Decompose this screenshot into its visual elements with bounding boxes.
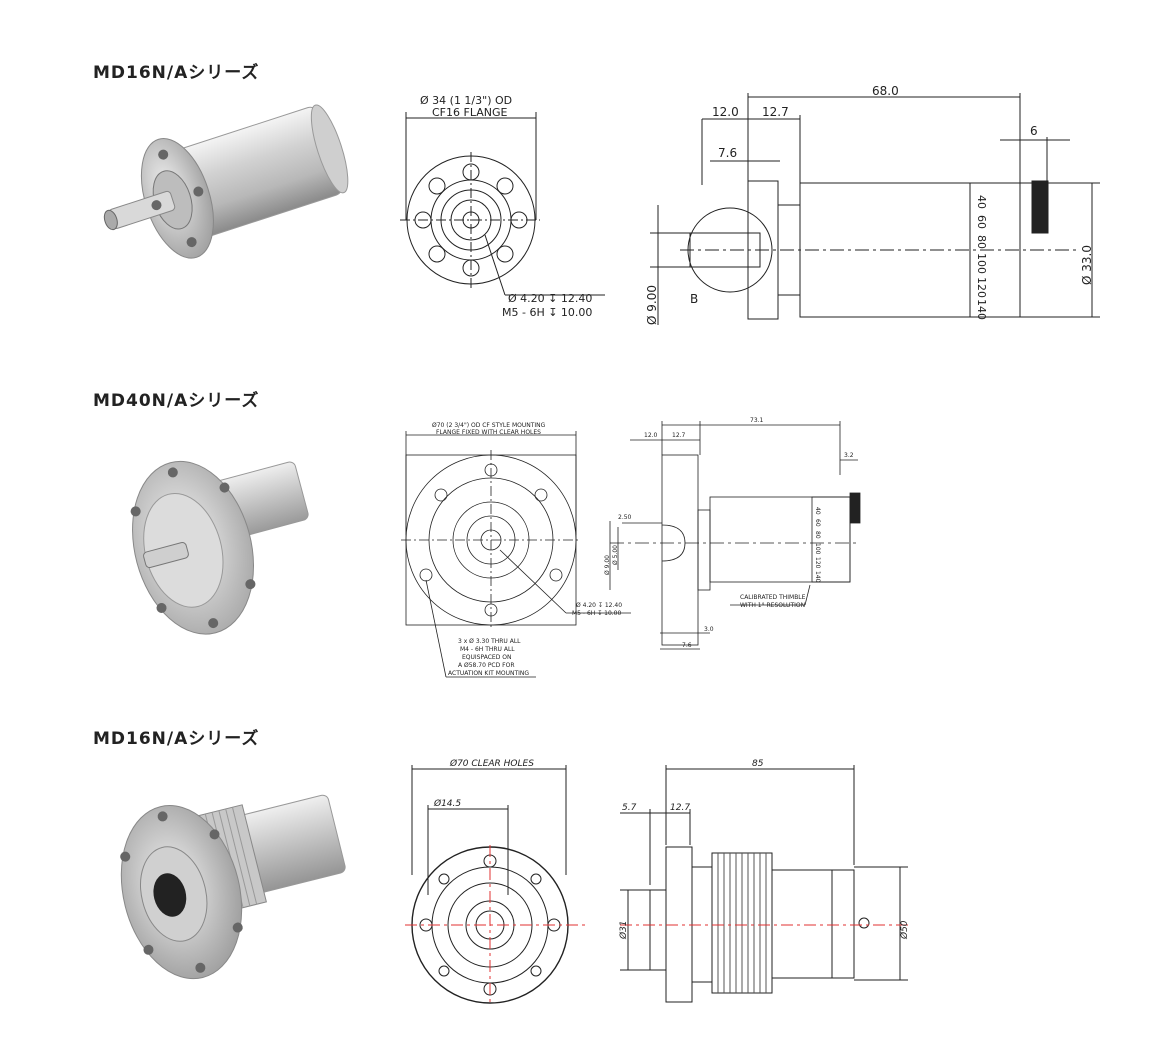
- md40-d5: 7.6: [682, 642, 692, 649]
- svg-text:60: 60: [814, 519, 821, 527]
- svg-text:140: 140: [975, 299, 988, 320]
- overall-length: 68.0: [872, 85, 899, 98]
- md16-product-render: [103, 104, 349, 259]
- series-title-2: MD40N/Aシリーズ: [93, 391, 260, 411]
- svg-text:100: 100: [814, 543, 821, 555]
- md40-note-5: ACTUATION KIT MOUNTING: [448, 670, 529, 677]
- clear-holes-label: Ø70 CLEAR HOLES: [449, 758, 534, 769]
- md40-note-3: EQUISPACED ON: [462, 654, 511, 661]
- series-title-1: MD16N/Aシリーズ: [93, 63, 260, 83]
- md16g-left-dia: Ø31: [618, 920, 629, 940]
- svg-text:120: 120: [975, 277, 988, 298]
- svg-text:80: 80: [975, 235, 988, 249]
- inner-dia-label: Ø14.5: [433, 798, 461, 809]
- md16-gear-side-view: 85 5.7 12.7 Ø31 Ø50: [618, 759, 910, 1003]
- svg-text:140: 140: [814, 571, 821, 583]
- md40-hole-spec-1: Ø 4.20 ↧ 12.40: [576, 602, 622, 609]
- dim-seg1: 12.0: [712, 105, 739, 119]
- md40-d3: Ø 5.00: [612, 545, 619, 565]
- md40-seg1: 12.0: [644, 432, 658, 439]
- md40-thimble-1: CALIBRATED THIMBLE: [740, 594, 806, 601]
- flange-name-label: CF16 FLANGE: [432, 106, 507, 119]
- hole-spec-1: Ø 4.20 ↧ 12.40: [508, 292, 592, 305]
- thimble-scale: 40 60 80 100 120 140: [975, 195, 988, 320]
- md16g-right-dia: Ø50: [899, 920, 910, 940]
- md40-product-render: [130, 460, 309, 635]
- svg-text:120: 120: [814, 557, 821, 569]
- svg-text:100: 100: [975, 253, 988, 274]
- md16-front-view: Ø 34 (1 1/3") OD CF16 FLANGE Ø 4.20 ↧ 12…: [400, 94, 605, 319]
- body-dia: Ø 33.0: [1080, 245, 1094, 285]
- shaft-dia: Ø 9.00: [645, 285, 659, 325]
- md40-seg2: 12.7: [672, 432, 686, 439]
- series-title-3: MD16N/Aシリーズ: [93, 729, 260, 749]
- dim-seg2: 12.7: [762, 105, 789, 119]
- md40-hole-spec-2: M5 - 6H ↧ 10.00: [572, 610, 622, 617]
- md16-gear-product-render: [120, 794, 346, 980]
- svg-text:40: 40: [814, 507, 821, 515]
- svg-text:40: 40: [975, 195, 988, 209]
- md16-side-view: 68.0 12.0 12.7 7.6 6 Ø 33.0 Ø 9.00 B 40 …: [645, 85, 1100, 325]
- md40-flange-line2: FLANGE FIXED WITH CLEAR HOLES: [436, 429, 541, 436]
- svg-text:80: 80: [814, 531, 821, 539]
- hole-spec-2: M5 - 6H ↧ 10.00: [502, 306, 592, 319]
- md40-front-view: Ø70 (2 3/4") OD CF STYLE MOUNTING FLANGE…: [401, 422, 631, 678]
- flange-dia-label: Ø 34 (1 1/3") OD: [420, 94, 512, 107]
- md40-knob: 3.2: [844, 452, 854, 459]
- md40-d1: 2.50: [618, 514, 632, 521]
- md16g-overall: 85: [752, 759, 764, 769]
- md40-d4: 3.0: [704, 626, 714, 633]
- md40-flange-line1: Ø70 (2 3/4") OD CF STYLE MOUNTING: [432, 422, 546, 429]
- md40-thimble-2: WITH 1° RESOLUTION: [740, 602, 805, 609]
- svg-text:60: 60: [975, 215, 988, 229]
- md40-d2: Ø 9.00: [604, 555, 611, 575]
- md16g-seg1: 5.7: [622, 803, 637, 813]
- dim-knob: 6: [1030, 124, 1038, 138]
- detail-b: B: [690, 292, 698, 306]
- md40-note-2: M4 - 6H THRU ALL: [460, 646, 515, 653]
- md16g-seg2: 12.7: [670, 803, 690, 813]
- md40-side-view: 73.1 12.0 12.7 3.2 2.50 Ø 9.00 Ø 5.00 3.…: [604, 417, 861, 650]
- md40-note-1: 3 x Ø 3.30 THRU ALL: [458, 638, 521, 645]
- md40-overall: 73.1: [750, 417, 764, 424]
- md40-note-4: A Ø58.70 PCD FOR: [458, 662, 515, 669]
- dim-seg3: 7.6: [718, 146, 737, 160]
- md16-gear-front-view: Ø70 CLEAR HOLES Ø14.5: [405, 758, 585, 1005]
- md40-thimble-scale: 40 60 80 100 120 140: [814, 507, 821, 583]
